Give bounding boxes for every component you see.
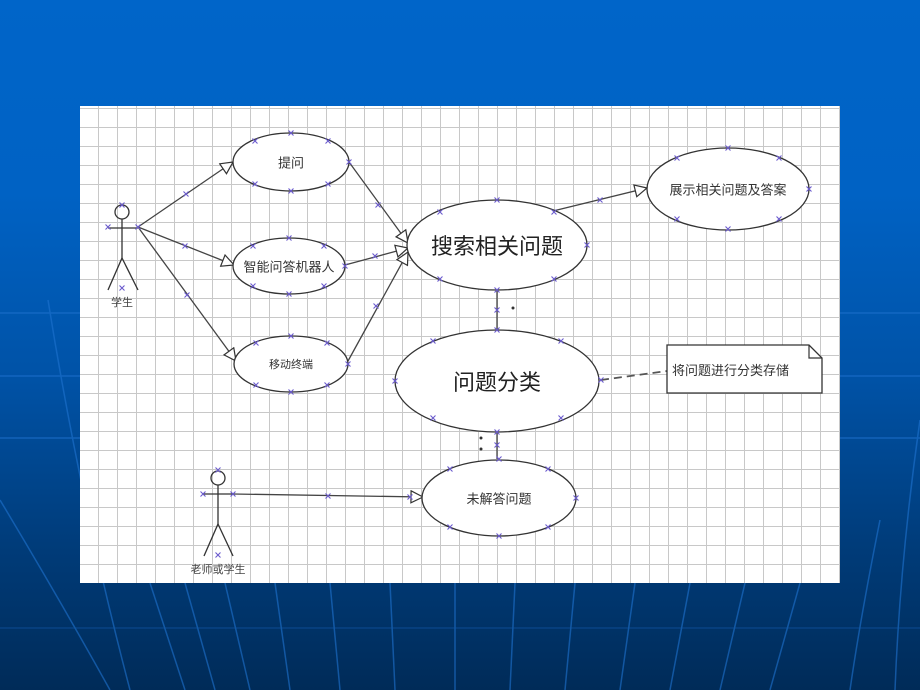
actor-teacher-or-student-label: 老师或学生 [190,563,246,576]
note-shape[interactable] [666,344,823,394]
actor-student-icon[interactable] [107,204,139,291]
actor-student-label: 学生 [111,296,133,309]
actor-teacher-or-student-icon[interactable] [203,470,234,557]
multiplicity-markers [479,306,515,451]
note-text: 将问题进行分类存储 [672,364,790,379]
use-case-search-related-label: 搜索相关问题 [430,235,564,260]
use-case-mobile-terminal-label: 移动终端 [269,358,313,371]
use-case-classify-label: 问题分类 [452,371,542,396]
use-case-show-answers-label: 展示相关问题及答案 [669,183,787,199]
relationship-lines [137,162,668,497]
use-case-ask-label: 提问 [277,156,305,172]
use-case-unanswered-label: 未解答问题 [466,492,532,508]
use-case-qa-robot-label: 智能问答机器人 [243,260,335,276]
